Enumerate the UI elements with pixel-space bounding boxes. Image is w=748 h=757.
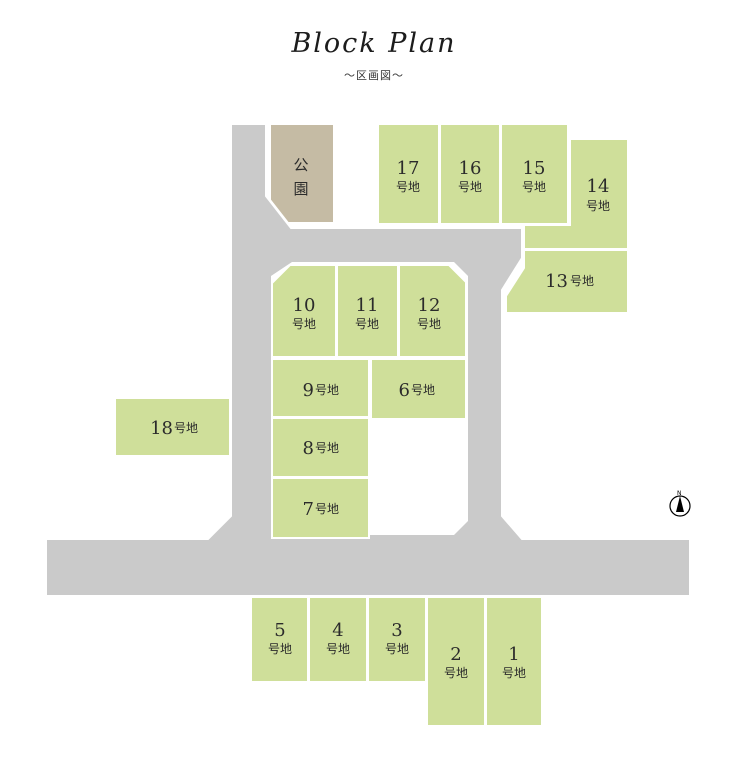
lot-13-suffix: 号地	[570, 274, 594, 288]
lot-6-suffix: 号地	[411, 383, 435, 397]
lot-14[interactable]: 14 号地	[523, 138, 629, 250]
lot-11[interactable]: 11 号地	[336, 264, 399, 358]
lot-9-suffix: 号地	[315, 383, 339, 397]
lot-3-number: 3	[391, 620, 402, 641]
lot-2-number: 2	[450, 644, 461, 665]
lot-12-number: 12	[418, 295, 441, 316]
lot-8-number: 8	[303, 438, 314, 459]
lot-9[interactable]: 9 号地	[271, 358, 370, 418]
lot-16-suffix: 号地	[458, 180, 482, 194]
lot-11-number: 11	[356, 295, 379, 316]
lot-1[interactable]: 1 号地	[485, 596, 543, 727]
park[interactable]: 公 園	[269, 123, 335, 224]
lot-2[interactable]: 2 号地	[426, 596, 486, 727]
lot-4-suffix: 号地	[326, 642, 350, 656]
lot-18-number: 18	[150, 418, 173, 439]
park-label-2: 園	[293, 180, 308, 198]
lot-5-suffix: 号地	[268, 642, 292, 656]
lot-10-number: 10	[293, 295, 316, 316]
lot-4-number: 4	[332, 620, 343, 641]
lot-11-suffix: 号地	[355, 317, 379, 331]
page-title: Block Plan	[291, 28, 457, 59]
lot-18-suffix: 号地	[174, 421, 198, 435]
lot-8-suffix: 号地	[315, 441, 339, 455]
lot-7-number: 7	[303, 499, 314, 520]
lot-13[interactable]: 13 号地	[505, 249, 629, 314]
lot-15-suffix: 号地	[522, 180, 546, 194]
lot-2-suffix: 号地	[444, 666, 468, 680]
lot-5[interactable]: 5 号地	[250, 596, 309, 683]
lot-3-suffix: 号地	[385, 642, 409, 656]
lot-7-suffix: 号地	[315, 502, 339, 516]
lot-5-number: 5	[274, 620, 285, 641]
lot-16-number: 16	[459, 158, 482, 179]
lot-16[interactable]: 16 号地	[439, 123, 501, 225]
north-arrow-icon: N	[669, 490, 691, 517]
lot-3[interactable]: 3 号地	[367, 596, 427, 683]
lot-12-suffix: 号地	[417, 317, 441, 331]
lot-9-number: 9	[303, 380, 314, 401]
lot-4[interactable]: 4 号地	[308, 596, 368, 683]
lot-7[interactable]: 7 号地	[271, 477, 370, 539]
lot-13-number: 13	[545, 271, 568, 292]
lot-1-suffix: 号地	[502, 666, 526, 680]
lot-6-number: 6	[399, 380, 410, 401]
park-label-1: 公	[293, 156, 308, 174]
lot-15[interactable]: 15 号地	[500, 123, 569, 225]
lot-10-suffix: 号地	[292, 317, 316, 331]
lot-8[interactable]: 8 号地	[271, 417, 370, 478]
lot-12[interactable]: 12 号地	[398, 264, 467, 358]
lot-15-number: 15	[523, 158, 546, 179]
lot-17-number: 17	[397, 158, 420, 179]
svg-text:N: N	[677, 490, 682, 497]
lot-17-suffix: 号地	[396, 180, 420, 194]
lot-1-number: 1	[508, 644, 519, 665]
page-subtitle: ～区画図～	[344, 69, 404, 82]
lot-14-number: 14	[587, 176, 610, 197]
lot-14-suffix: 号地	[586, 199, 610, 213]
lot-18[interactable]: 18 号地	[114, 397, 231, 457]
lot-6[interactable]: 6 号地	[370, 358, 467, 420]
lot-10[interactable]: 10 号地	[271, 264, 337, 358]
lot-17[interactable]: 17 号地	[377, 123, 440, 225]
